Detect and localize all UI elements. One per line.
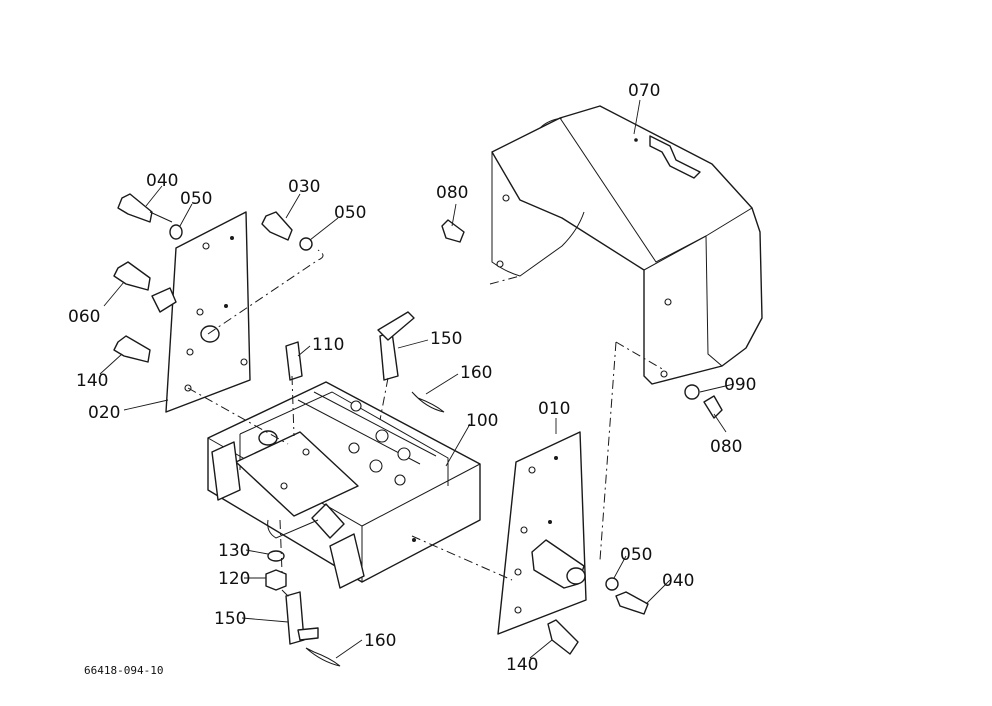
- callout-090: 090: [724, 375, 756, 395]
- leader-lines: [99, 99, 735, 659]
- bolt-part-030[interactable]: [261, 211, 293, 241]
- plate-part-020[interactable]: [151, 211, 251, 413]
- bolt-part-060[interactable]: [113, 261, 151, 291]
- callout-110: 110: [312, 335, 344, 355]
- callout-030: 030: [288, 177, 320, 197]
- callout-130: 130: [218, 541, 250, 561]
- callout-050-a: 050: [180, 189, 212, 209]
- callout-020: 020: [88, 403, 120, 423]
- callout-050-c: 050: [620, 545, 652, 565]
- callout-160-top: 160: [460, 363, 492, 383]
- plate-part-010[interactable]: [497, 431, 587, 635]
- frame-part-100[interactable]: [207, 381, 481, 589]
- callout-120: 120: [218, 569, 250, 589]
- callout-060: 060: [68, 307, 100, 327]
- bolt-part-140-left[interactable]: [113, 335, 151, 363]
- clip-part-160-top[interactable]: [411, 391, 445, 413]
- reference-code: 66418-094-10: [84, 664, 163, 677]
- washer-part-090[interactable]: [684, 384, 700, 400]
- callout-labels: 070 040 050 030 050 080 060 110 150 160 …: [68, 81, 756, 675]
- washer-part-130[interactable]: [267, 550, 285, 562]
- bolt-part-140-bottom[interactable]: [547, 619, 579, 655]
- assembly-lines: [187, 249, 665, 599]
- pin-part-150-top[interactable]: [377, 311, 415, 381]
- bolt-part-040-right[interactable]: [615, 591, 649, 615]
- callout-040-right: 040: [662, 571, 694, 591]
- callout-150-top: 150: [430, 329, 462, 349]
- callout-050-b: 050: [334, 203, 366, 223]
- screw-part-080-right[interactable]: [703, 395, 723, 419]
- callout-010: 010: [538, 399, 570, 419]
- stud-part-110[interactable]: [285, 341, 303, 381]
- washer-part-050-top[interactable]: [299, 237, 313, 251]
- callout-040-top: 040: [146, 171, 178, 191]
- callout-150-bottom: 150: [214, 609, 246, 629]
- callout-080-right: 080: [710, 437, 742, 457]
- clip-part-160-bottom[interactable]: [305, 647, 341, 667]
- callout-100: 100: [466, 411, 498, 431]
- bolt-part-040-top[interactable]: [117, 193, 173, 223]
- washer-part-050-left[interactable]: [169, 224, 183, 240]
- pin-part-150-bottom[interactable]: [285, 591, 319, 645]
- callout-080-top: 080: [436, 183, 468, 203]
- screw-part-080-top[interactable]: [441, 219, 465, 243]
- callout-160-bottom: 160: [364, 631, 396, 651]
- cover-part-070[interactable]: [491, 105, 763, 385]
- callout-070: 070: [628, 81, 660, 101]
- callout-140-bottom: 140: [506, 655, 538, 675]
- washer-part-050-right[interactable]: [605, 577, 619, 591]
- nut-part-120[interactable]: [265, 569, 287, 591]
- callout-140-left: 140: [76, 371, 108, 391]
